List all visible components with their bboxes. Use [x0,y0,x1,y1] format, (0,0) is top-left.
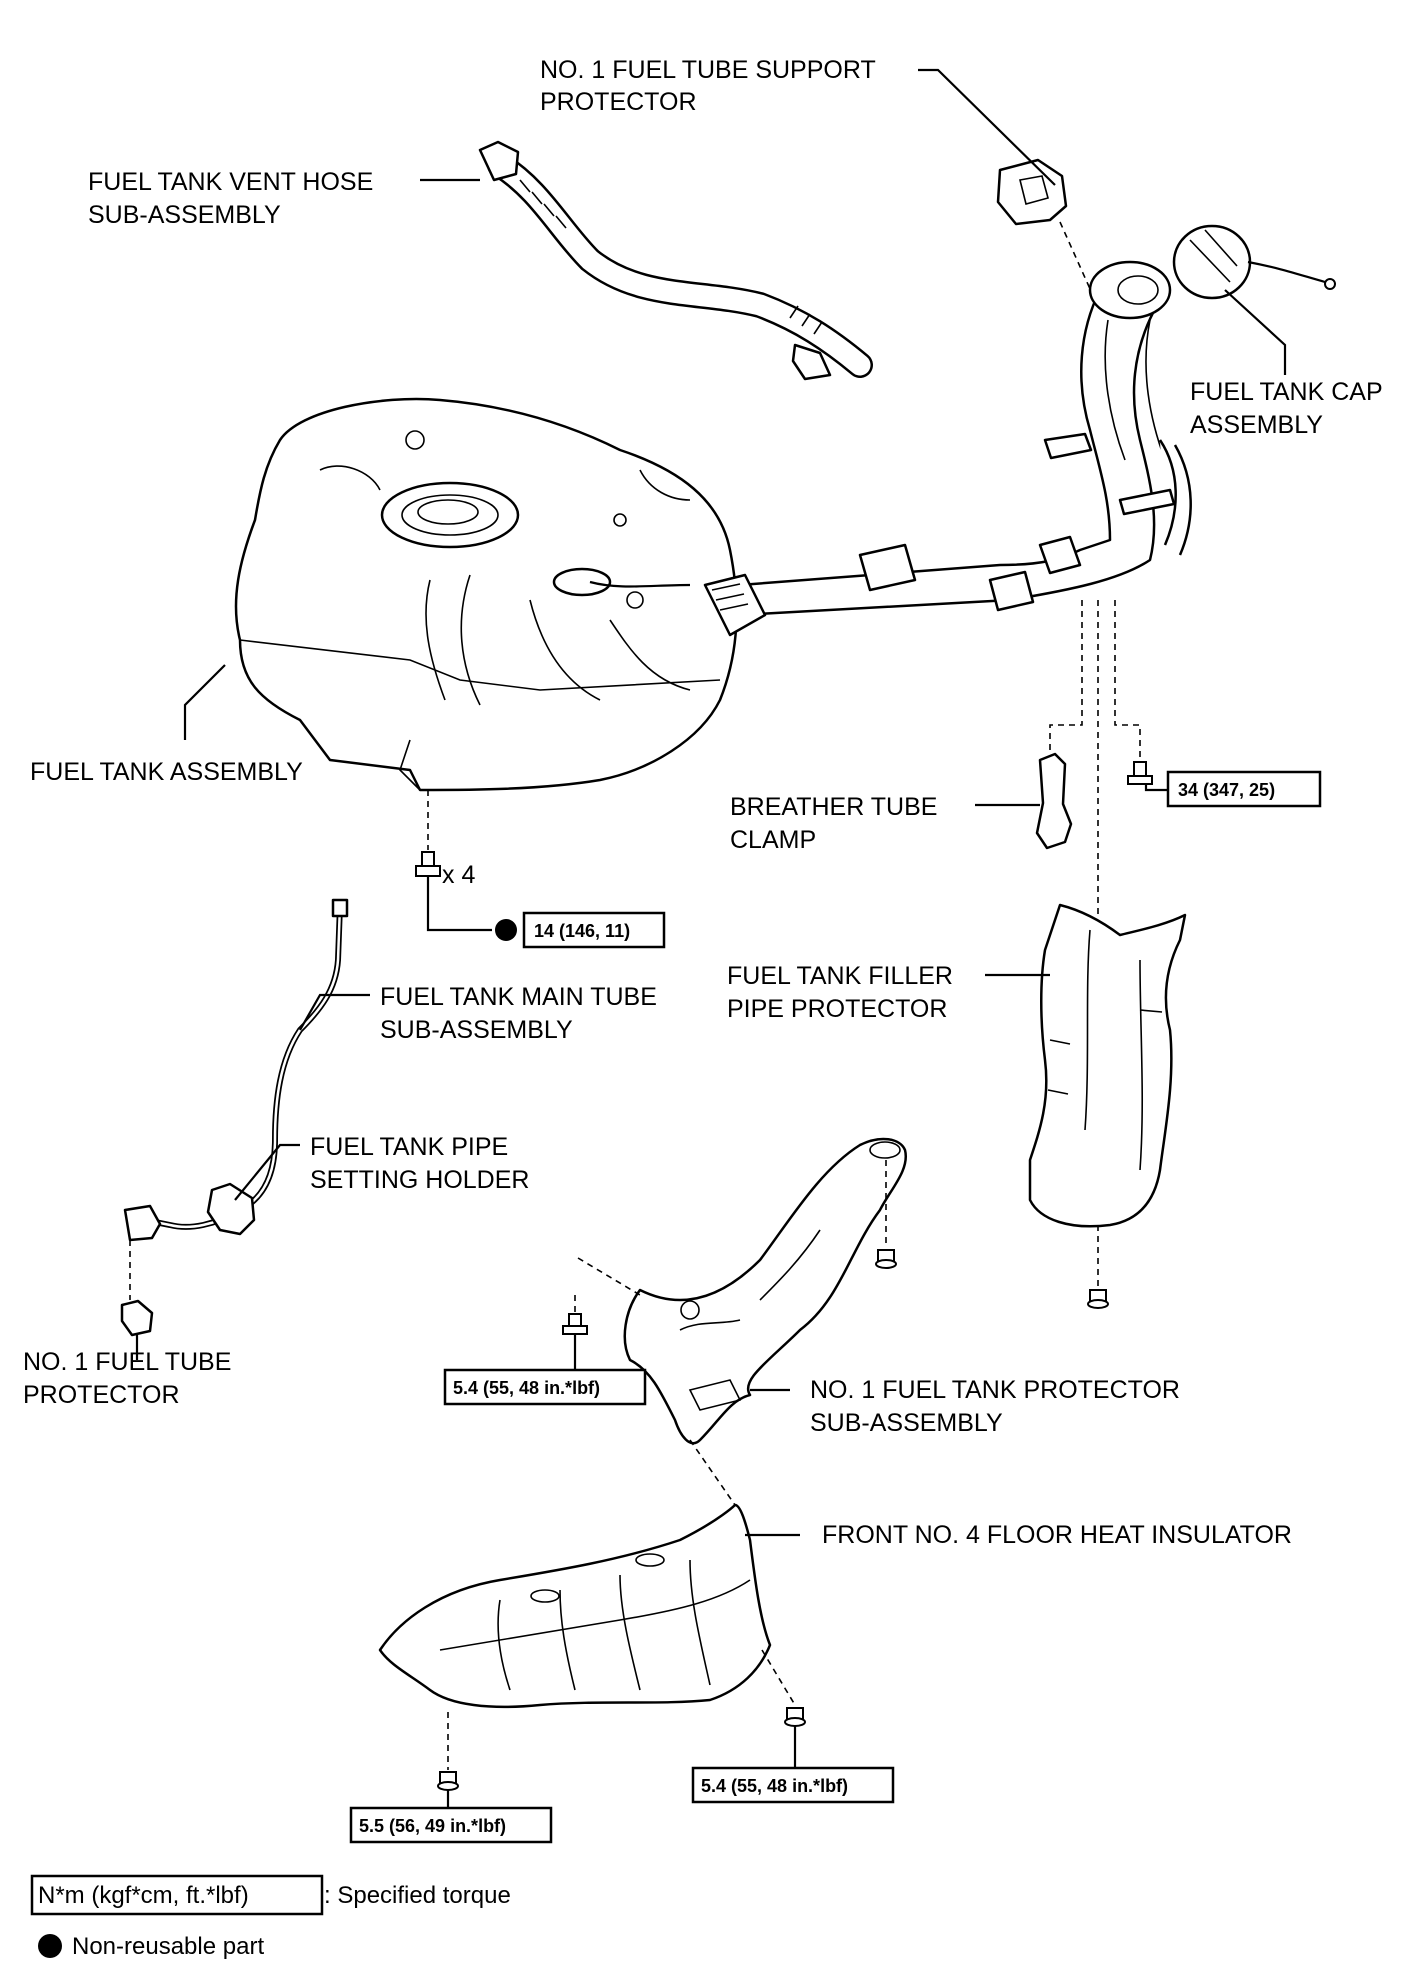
label-main-tube-1: FUEL TANK MAIN TUBE [380,983,657,1011]
label-tank-protector-2: SUB-ASSEMBLY [810,1409,1003,1437]
legend-nonreusable-marker [38,1934,62,1958]
no1-fuel-tube-protector [120,1299,154,1337]
torque-filler: 34 (347, 25) [1178,780,1275,800]
leader-holder [234,1143,300,1201]
quantity-label: x 4 [442,861,475,889]
leader-tank [183,664,226,740]
bolt-34-dashed-line [1114,600,1141,760]
no1-fuel-tank-protector [623,1137,908,1445]
insulator-right-dashed-line [761,1649,796,1706]
label-cap-1: FUEL TANK CAP [1190,378,1383,406]
torque-box-insulator-left [349,1806,553,1844]
nonreusable-marker [495,919,517,941]
breather-tube-clamp [1035,752,1073,850]
torque-box-insulator-right [691,1766,895,1804]
label-filler-protector-1: FUEL TANK FILLER [727,962,953,990]
filler-bolt [1127,761,1153,785]
label-main-tube-2: SUB-ASSEMBLY [380,1016,573,1044]
leader-cap [1224,289,1287,375]
label-clamp-2: CLAMP [730,826,816,854]
filler-protector-nut [1087,1289,1109,1309]
label-clamp-1: BREATHER TUBE [730,793,937,821]
fuel-tank-vent-hose [478,140,873,381]
insulator-nut-left [437,1771,459,1791]
label-holder-1: FUEL TANK PIPE [310,1133,508,1161]
filler-connector-3 [1038,535,1082,575]
torque-tank: 14 (146, 11) [534,921,630,941]
tank-bolt [415,851,441,877]
filler-connector-2 [988,570,1035,612]
label-tank-protector-1: NO. 1 FUEL TANK PROTECTOR [810,1376,1180,1404]
label-support-protector-1: NO. 1 FUEL TUBE SUPPORT [540,56,876,84]
label-tank: FUEL TANK ASSEMBLY [30,758,303,786]
insulator-dashed-line [689,1439,736,1506]
legend-torque-box [30,1874,324,1916]
fuel-tube-support-protector [996,158,1068,226]
protector-dashed-line-1 [577,1257,641,1296]
label-vent-hose-2: SUB-ASSEMBLY [88,201,281,229]
leader-torque-34 [1144,784,1168,792]
torque-box-tank [522,911,666,949]
clamp-dashed-line [1049,600,1083,755]
leader-torque-14 [426,876,492,932]
front-no4-floor-heat-insulator [378,1503,772,1709]
fuel-tank-assembly [234,397,767,792]
label-filler-protector-2: PIPE PROTECTOR [727,995,947,1023]
label-insulator: FRONT NO. 4 FLOOR HEAT INSULATOR [822,1521,1292,1549]
legend-nonreusable-text: Non-reusable part [72,1933,264,1960]
torque-box-filler [1166,770,1322,808]
filler-connector-1 [858,543,917,592]
label-holder-2: SETTING HOLDER [310,1166,529,1194]
leader-support-protector [918,68,1056,186]
label-tube-protector-1: NO. 1 FUEL TUBE [23,1348,231,1376]
fuel-tank-cap-assembly [1172,224,1336,300]
protector-nut [875,1249,897,1269]
label-support-protector-2: PROTECTOR [540,88,697,116]
protector-bolt [562,1313,588,1335]
legend-torque-box-text: N*m (kgf*cm, ft.*lbf) [38,1882,249,1909]
label-tube-protector-2: PROTECTOR [23,1381,180,1409]
insulator-nut-right [784,1707,806,1727]
legend-torque-text: : Specified torque [324,1882,511,1909]
fuel-tank-pipe-setting-holder [206,1182,256,1236]
leader-main-tube [299,993,370,1031]
torque-protector: 5.4 (55, 48 in.*lbf) [453,1378,600,1398]
torque-insulator-left: 5.5 (56, 49 in.*lbf) [359,1816,506,1836]
label-vent-hose-1: FUEL TANK VENT HOSE [88,168,373,196]
label-cap-2: ASSEMBLY [1190,411,1323,439]
torque-box-protector [443,1368,647,1406]
torque-insulator-right: 5.4 (55, 48 in.*lbf) [701,1776,848,1796]
fuel-tank-filler-pipe-protector [1028,903,1187,1228]
fuel-tank-filler-pipe [738,260,1192,617]
